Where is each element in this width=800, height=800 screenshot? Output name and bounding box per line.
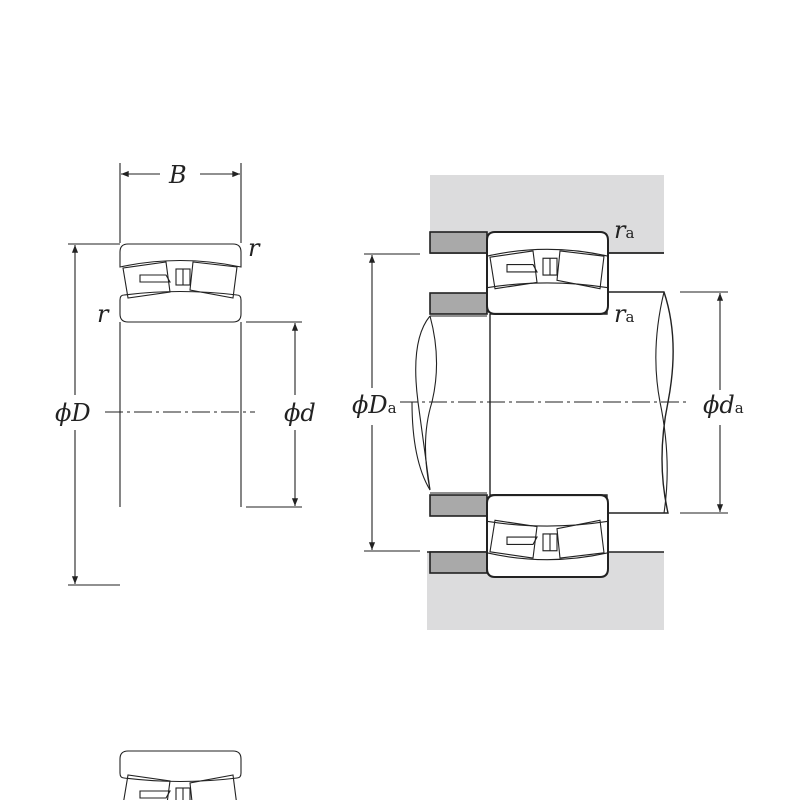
fillet-label-top: ra	[614, 218, 634, 242]
right-bearing-section	[485, 230, 664, 579]
chamfer-symbol: r	[248, 234, 260, 262]
fillet-subscript: a	[625, 224, 635, 242]
width-label: B	[169, 163, 187, 187]
spacers	[429, 231, 488, 574]
fillet-subscript: a	[625, 308, 635, 326]
diameter-subscript: a	[387, 399, 397, 417]
outer-diameter-label: ϕD	[55, 401, 91, 425]
shaft	[411, 291, 674, 514]
diameter-symbol: D	[71, 399, 91, 427]
diameter-subscript: a	[734, 399, 744, 417]
width-symbol: B	[169, 161, 187, 189]
chamfer-label-top: r	[248, 236, 259, 260]
chamfer-label-bottom: r	[97, 302, 108, 326]
phi-symbol: ϕ	[55, 399, 72, 427]
phi-symbol: ϕ	[352, 391, 369, 419]
fillet-label-bottom: ra	[614, 302, 634, 326]
diameter-symbol: D	[368, 391, 388, 419]
housing-shoulder-diameter-label: ϕDa	[352, 393, 397, 417]
diameter-symbol: d	[300, 399, 316, 427]
fillet-symbol: r	[614, 300, 626, 328]
left-bearing-section	[119, 243, 242, 800]
phi-symbol: ϕ	[703, 391, 720, 419]
diameter-symbol: d	[719, 391, 735, 419]
phi-symbol: ϕ	[284, 399, 301, 427]
shaft-shoulder-diameter-label: ϕda	[703, 393, 744, 417]
fillet-symbol: r	[614, 216, 626, 244]
bore-diameter-label: ϕd	[284, 401, 316, 425]
chamfer-symbol: r	[97, 300, 109, 328]
